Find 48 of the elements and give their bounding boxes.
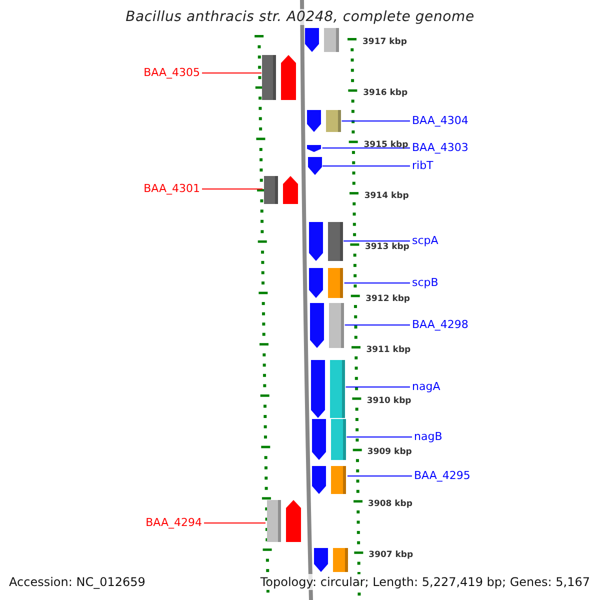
tick-label: 3907 kbp — [368, 550, 414, 561]
gene-feature-drawing — [314, 548, 348, 572]
gene-feature-drawing — [262, 55, 296, 100]
tick-label: 3910 kbp — [366, 396, 412, 408]
gene-feature-drawing — [312, 419, 346, 460]
gene-feature-drawing — [306, 110, 341, 132]
gene-label: nagA — [412, 380, 440, 394]
gene-label: BAA_4303 — [412, 141, 468, 155]
leader-line — [204, 522, 266, 524]
gene-label: scpA — [412, 234, 438, 248]
gene-feature-drawing — [305, 28, 340, 52]
tick-label: 3916 kbp — [363, 88, 408, 100]
gene-feature-drawing — [266, 500, 300, 542]
topology-text: Topology: circular; Length: 5,227,419 bp; Genes: 5,167 — [260, 574, 590, 590]
tick-label: 3915 kbp — [364, 140, 408, 151]
gene-feature-drawing — [310, 360, 345, 418]
tick-label: 3908 kbp — [368, 498, 412, 510]
leader-line — [341, 120, 410, 122]
gene-feature-drawing — [312, 466, 346, 494]
gene-feature-drawing — [264, 176, 298, 204]
tick-label: 3914 kbp — [364, 190, 409, 202]
leader-line — [344, 324, 410, 326]
tick-label: 3909 kbp — [367, 447, 412, 458]
leader-line — [346, 436, 412, 438]
leader-line — [344, 282, 410, 284]
gene-feature-drawing — [310, 303, 344, 348]
gene-feature-drawing — [309, 268, 344, 298]
leader-line — [202, 188, 264, 190]
gene-feature-drawing — [308, 157, 322, 175]
gene-feature-drawing — [307, 145, 322, 152]
gene-label: BAA_4305 — [144, 66, 200, 80]
gene-label: scpB — [412, 276, 438, 290]
leader-line — [202, 72, 262, 74]
gene-label: BAA_4294 — [146, 516, 202, 530]
leader-line — [345, 386, 410, 388]
tick-label: 3913 kbp — [364, 242, 410, 254]
gene-label: BAA_4304 — [412, 114, 468, 128]
tick-label: 3917 kbp — [362, 37, 407, 48]
gene-feature-drawing — [308, 222, 343, 261]
gene-label: BAA_4298 — [412, 318, 468, 332]
tick-label: 3911 kbp — [366, 344, 411, 356]
accession-text: Accession: NC_012659 — [9, 574, 146, 590]
gene-label: BAA_4301 — [144, 182, 200, 196]
tick-label: 3912 kbp — [366, 294, 410, 304]
gene-label: nagB — [414, 430, 442, 444]
gene-label: BAA_4295 — [414, 469, 470, 483]
gene-label: ribT — [412, 159, 434, 173]
leader-line — [343, 240, 410, 242]
